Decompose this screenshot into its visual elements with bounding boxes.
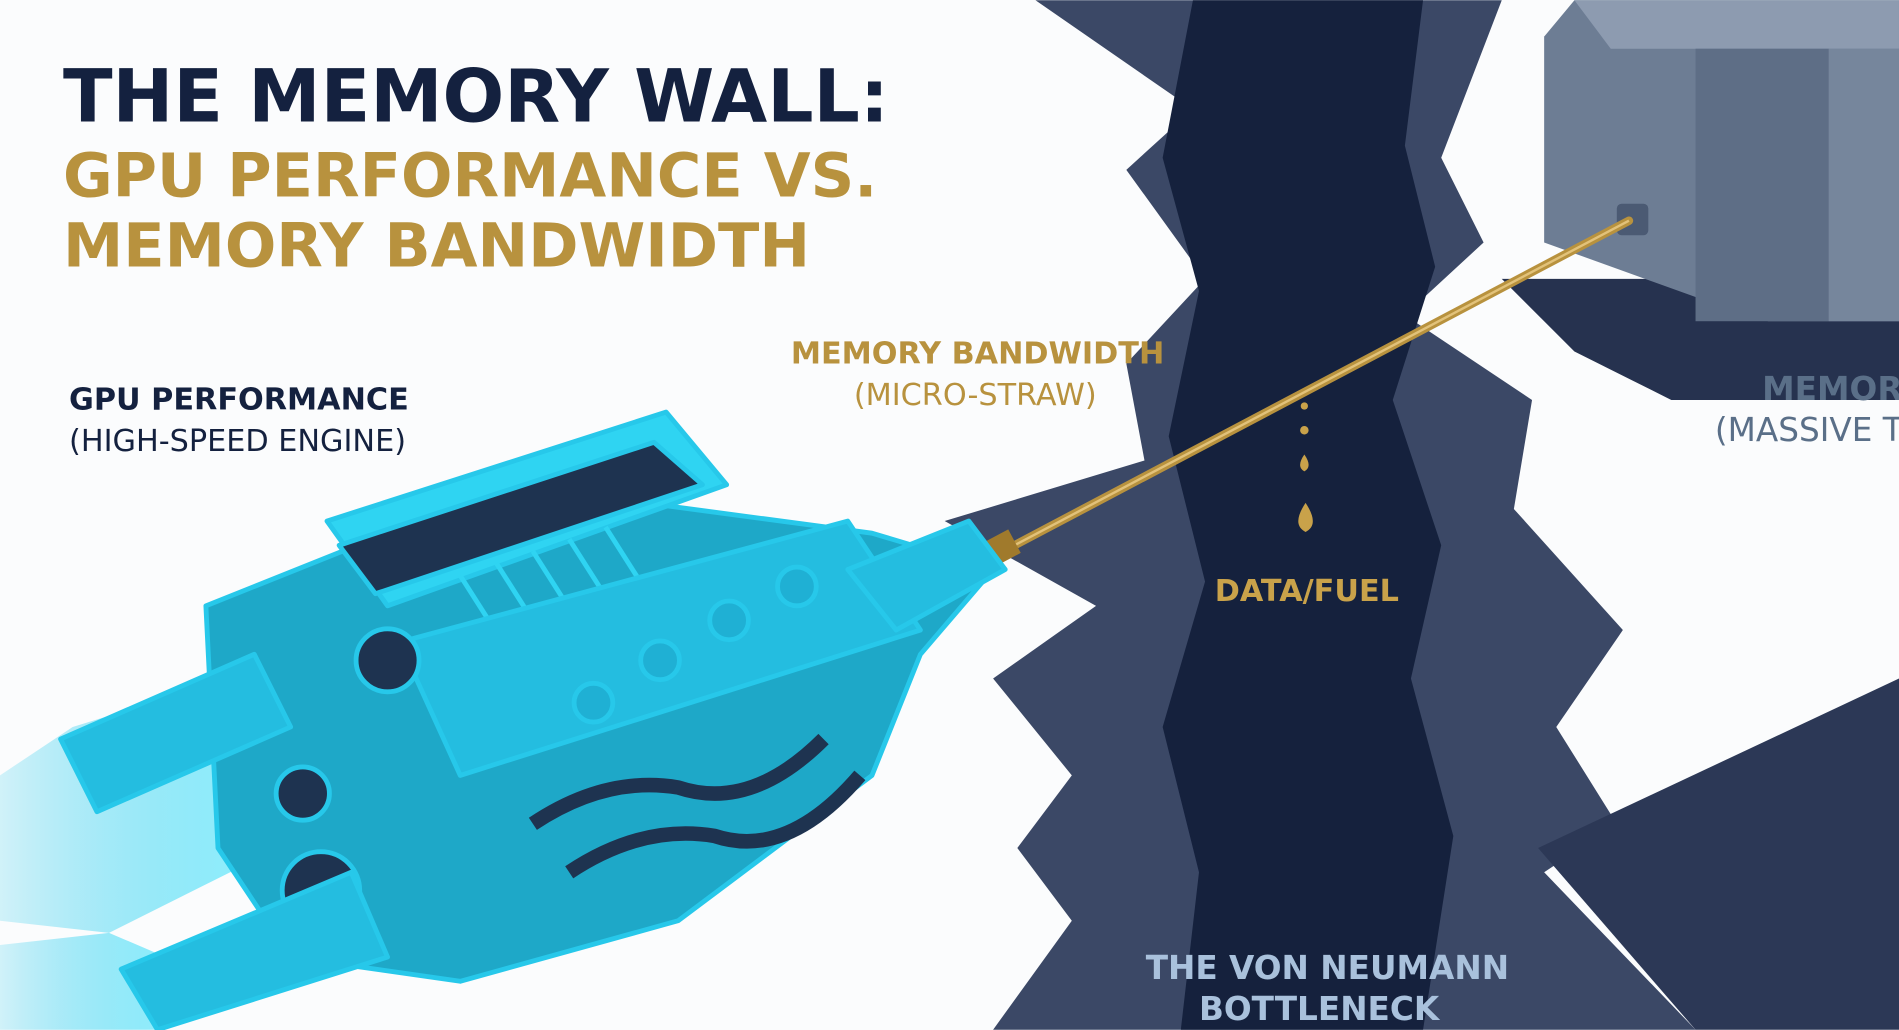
gpu-engine-icon [0,409,1008,1030]
memory-tank-icon [1544,0,1899,322]
bandwidth-sublabel: (MICRO-STRAW) [854,378,1097,413]
title-line-2: GPU PERFORMANCE VS. [63,141,877,211]
wall-lower-right [1538,678,1899,1030]
gpu-sublabel: (HIGH-SPEED ENGINE) [69,424,406,459]
memory-sublabel: (MASSIVE TA [1715,411,1899,449]
title-line-3: MEMORY BANDWIDTH [63,212,810,282]
fuel-label: DATA/FUEL [1215,574,1399,609]
bottleneck-line-1: THE VON NEUMANN [1146,949,1509,987]
memory-label: MEMORY [1762,370,1899,408]
fuel-drop-icon [1298,402,1313,532]
bottleneck-line-2: BOTTLENECK [1199,990,1441,1028]
gpu-label: GPU PERFORMANCE [69,383,409,418]
bandwidth-label: MEMORY BANDWIDTH [791,337,1164,372]
title-line-1: THE MEMORY WALL: [63,55,889,139]
